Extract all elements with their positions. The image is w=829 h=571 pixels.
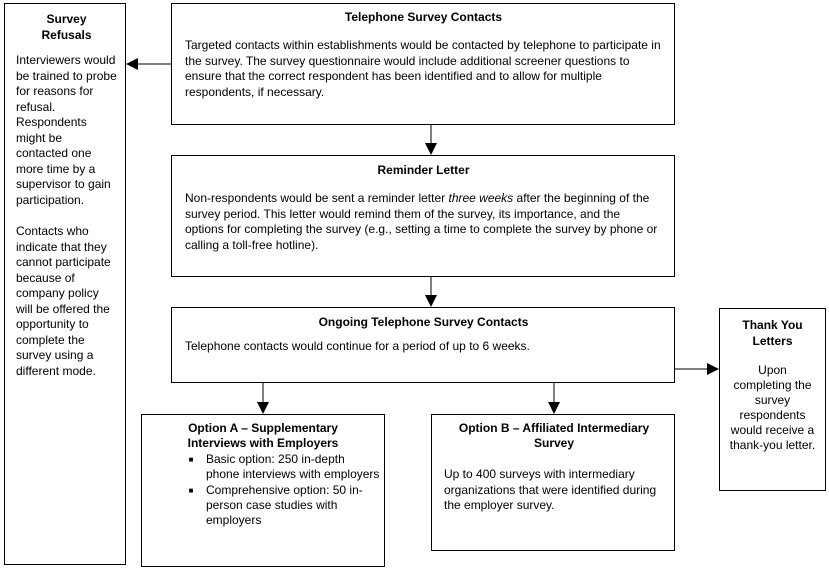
option-b-text: Up to 400 surveys with intermediary orga… bbox=[444, 467, 657, 512]
ongoing-telephone-contacts-text: Telephone contacts would continue for a … bbox=[185, 339, 530, 353]
option-a-bullet-basic: ■ Basic option: 250 in-depth phone inter… bbox=[176, 452, 380, 482]
reminder-text-part: Non-respondents would be sent a reminder… bbox=[185, 191, 449, 205]
reminder-text-part-2: after the beginning of the survey period… bbox=[185, 191, 658, 252]
thank-you-letters-title: Thank You Letters bbox=[742, 318, 803, 348]
option-b-box: Option B – Affiliated Intermediary Surve… bbox=[431, 414, 675, 551]
reminder-emphasis: three weeks bbox=[448, 191, 514, 205]
ongoing-telephone-contacts-box: Ongoing Telephone Survey Contacts Teleph… bbox=[171, 307, 675, 383]
option-a-title: Option A – Supplementary Interviews with… bbox=[187, 421, 339, 450]
option-a-bullet-text: Comprehensive option: 50 in-person case … bbox=[206, 483, 363, 527]
option-a-box: Option A – Supplementary Interviews with… bbox=[141, 414, 385, 567]
reminder-letter-text: Non-respondents would be sent a reminder… bbox=[185, 191, 662, 253]
company-policy-paragraph: Contacts who indicate that they cannot p… bbox=[16, 224, 111, 378]
telephone-survey-contacts-title: Telephone Survey Contacts bbox=[344, 10, 503, 24]
option-b-title: Option B – Affiliated Intermediary Surve… bbox=[458, 421, 650, 450]
bullet-icon: ■ bbox=[188, 455, 194, 464]
survey-refusals-text: Interviewers would be trained to probe f… bbox=[16, 53, 117, 379]
survey-refusals-box: Survey Refusals Interviewers would be tr… bbox=[4, 3, 126, 565]
reminder-letter-box: Reminder Letter Non-respondents would be… bbox=[171, 155, 675, 277]
option-a-bullet-comprehensive: ■ Comprehensive option: 50 in-person cas… bbox=[176, 483, 380, 528]
thank-you-letters-box: Thank You Letters Upon completing the su… bbox=[719, 308, 826, 491]
option-a-bullet-text: Basic option: 250 in-depth phone intervi… bbox=[206, 452, 380, 481]
survey-refusals-title: Survey Refusals bbox=[41, 12, 92, 42]
thank-you-letters-text: Upon completing the survey respondents w… bbox=[729, 363, 816, 452]
reminder-letter-title: Reminder Letter bbox=[377, 163, 470, 177]
refusal-probe-paragraph: Interviewers would be trained to probe f… bbox=[16, 53, 117, 207]
ongoing-telephone-contacts-title: Ongoing Telephone Survey Contacts bbox=[318, 315, 529, 329]
telephone-survey-contacts-box: Telephone Survey Contacts Targeted conta… bbox=[171, 3, 675, 125]
bullet-icon: ■ bbox=[188, 486, 194, 495]
telephone-survey-contacts-text: Targeted contacts within establishments … bbox=[185, 38, 661, 99]
option-a-bullets: ■ Basic option: 250 in-depth phone inter… bbox=[146, 452, 380, 528]
